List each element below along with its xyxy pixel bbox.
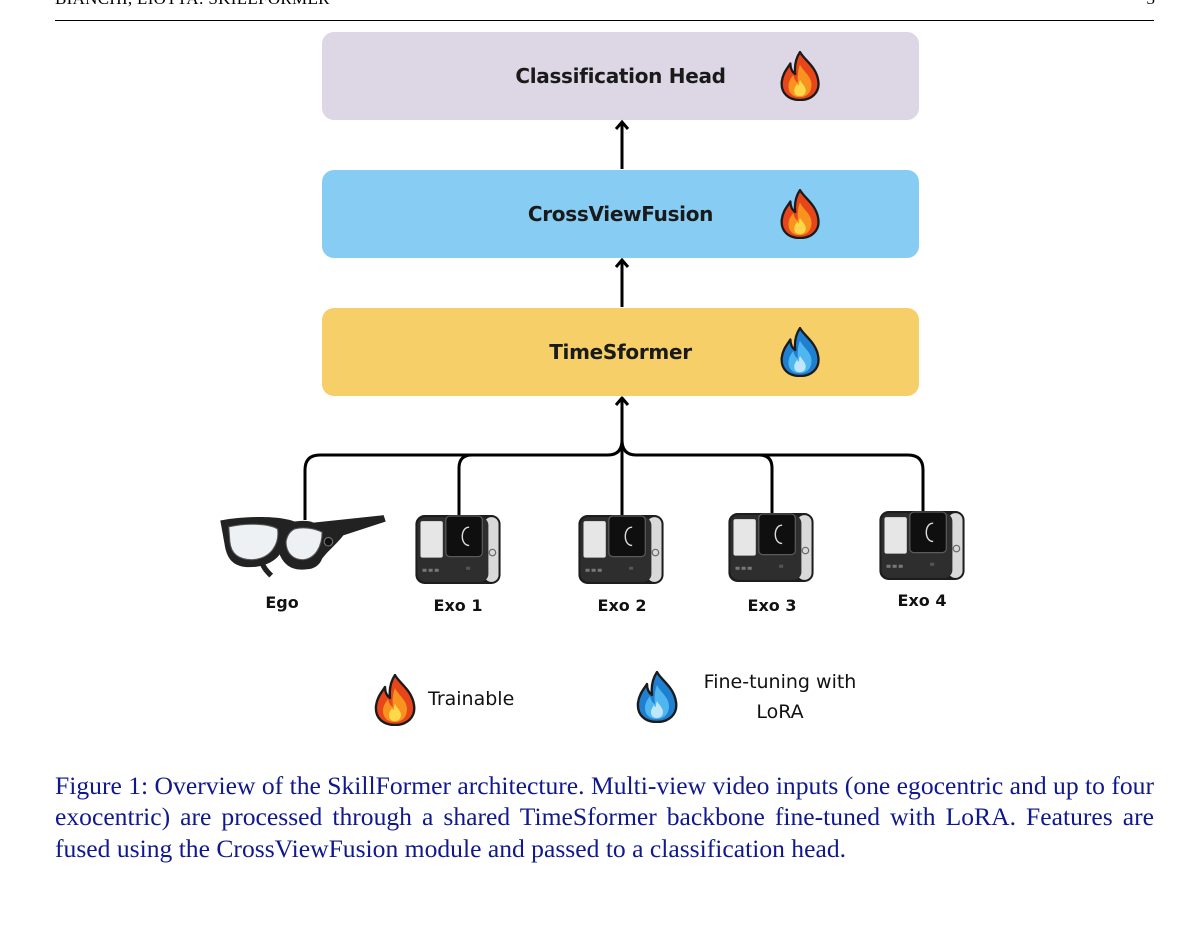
snowflake-fire-icon	[634, 671, 680, 723]
timesformer-label: TimeSformer	[549, 340, 692, 364]
action-camera-icon	[576, 512, 668, 587]
smart-glasses-icon	[218, 512, 388, 582]
classification-head-label: Classification Head	[515, 64, 726, 88]
input-label-exo-2: Exo 2	[597, 596, 647, 615]
header-rule	[55, 20, 1154, 21]
cross-view-fusion-label: CrossViewFusion	[527, 202, 714, 226]
classification-head-block: Classification Head	[322, 32, 919, 120]
action-camera-icon	[877, 508, 969, 583]
running-head-title: BIANCHI, LIOTTA: SKILLFORMER	[55, 0, 330, 8]
input-label-exo-1: Exo 1	[433, 596, 483, 615]
legend-label-trainable: Trainable	[428, 688, 515, 710]
arrow-up-icon	[614, 119, 630, 169]
page-number: 3	[1147, 0, 1156, 8]
input-label-ego: Ego	[265, 593, 299, 612]
legend-label-lora-line1: Fine-tuning with	[703, 671, 857, 693]
figure-caption: Figure 1: Overview of the SkillFormer ar…	[55, 771, 1154, 863]
action-camera-icon	[726, 510, 818, 585]
timesformer-block: TimeSformer	[322, 308, 919, 396]
running-head: BIANCHI, LIOTTA: SKILLFORMER 3	[55, 0, 1155, 8]
input-label-exo-3: Exo 3	[747, 596, 797, 615]
legend-label-lora-line2: LoRA	[756, 701, 804, 723]
action-camera-icon	[413, 512, 505, 587]
cross-view-fusion-block: CrossViewFusion	[322, 170, 919, 258]
legend-label-lora: Fine-tuning with LoRA	[690, 667, 870, 727]
fire-icon	[372, 674, 418, 726]
arrow-up-icon	[614, 257, 630, 307]
input-label-exo-4: Exo 4	[897, 591, 947, 610]
